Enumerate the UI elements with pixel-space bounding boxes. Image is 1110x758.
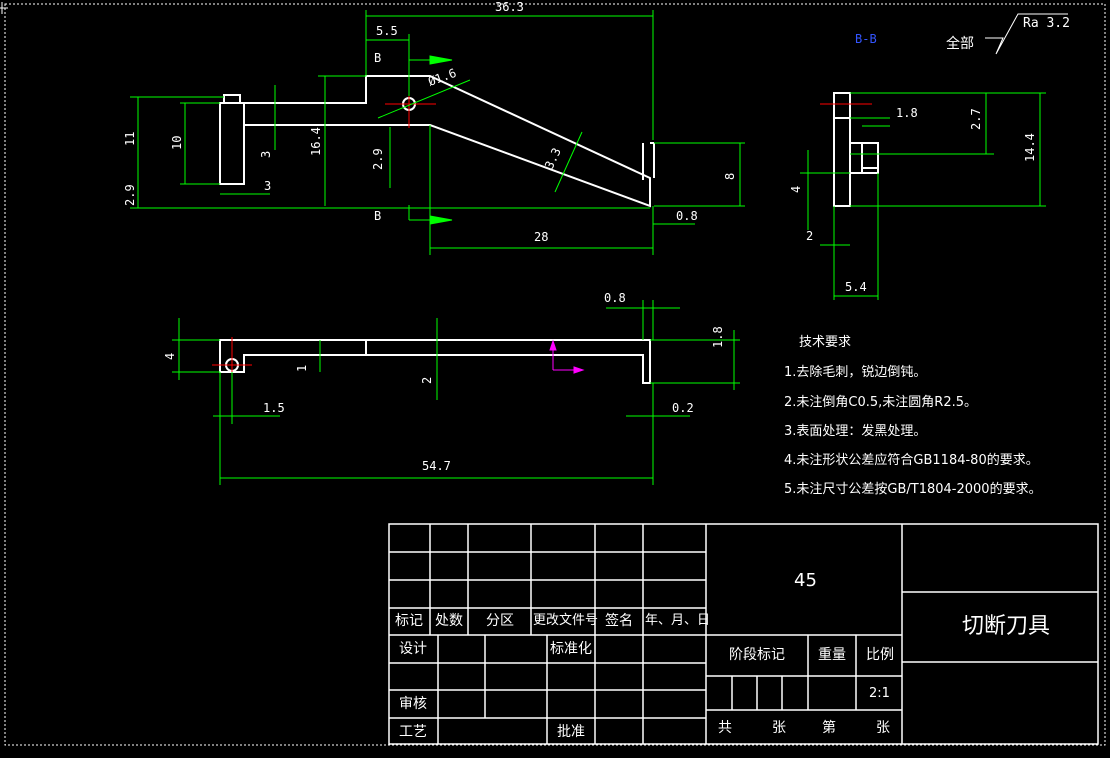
label-standardization: 标准化 bbox=[550, 641, 592, 657]
material-value: 45 bbox=[794, 570, 817, 591]
dim-bot-1-5: 1.5 bbox=[263, 401, 285, 415]
dim-11: 11 bbox=[123, 132, 137, 146]
scale-value: 2:1 bbox=[869, 686, 890, 701]
side-view: B-B 1.8 2.7 14.4 4 2 5.4 bbox=[789, 32, 1046, 300]
label-weight: 重量 bbox=[818, 647, 846, 663]
label-process: 工艺 bbox=[399, 724, 427, 740]
dim-bot-54-7: 54.7 bbox=[422, 459, 451, 473]
top-view-dimension-lines bbox=[172, 300, 740, 485]
tech-notes-title: 技术要求 bbox=[799, 335, 852, 350]
dim-bot-1-8: 1.8 bbox=[711, 326, 725, 348]
label-stage-mark: 阶段标记 bbox=[729, 647, 785, 663]
label-page-unit: 张 bbox=[876, 720, 890, 736]
roughness-prefix: 全部 bbox=[946, 36, 974, 52]
dim-5-5: 5.5 bbox=[376, 24, 398, 38]
roughness-symbol bbox=[985, 13, 1068, 55]
top-view: 0.8 1.8 4 1 2 1.5 0.2 54.7 bbox=[163, 291, 740, 485]
side-view-dimension-lines bbox=[800, 92, 1046, 300]
dim-bot-1: 1 bbox=[295, 365, 309, 372]
dim-2-9-mid: 2.9 bbox=[371, 148, 385, 170]
dim-bot-0-8: 0.8 bbox=[604, 291, 626, 305]
dim-bot-2: 2 bbox=[420, 377, 434, 384]
dim-36-3: 36.3 bbox=[495, 0, 524, 14]
dim-2-9-left: 2.9 bbox=[123, 184, 137, 206]
dim-side-2-7: 2.7 bbox=[969, 108, 983, 130]
label-page: 第 bbox=[822, 720, 836, 736]
header-date: 年、月、日 bbox=[645, 613, 711, 628]
tech-note-5: 5.未注尺寸公差按GB/T1804-2000的要求。 bbox=[784, 482, 1042, 497]
tech-note-1: 1.去除毛刺，锐边倒钝。 bbox=[784, 365, 927, 380]
header-zone: 分区 bbox=[486, 613, 514, 629]
label-sheet-unit: 张 bbox=[772, 720, 786, 736]
side-view-outline bbox=[833, 92, 879, 207]
tech-note-3: 3.表面处理：发黑处理。 bbox=[784, 424, 927, 439]
tech-note-2: 2.未注倒角C0.5,未注圆角R2.5。 bbox=[784, 395, 977, 410]
title-block-lines bbox=[388, 523, 1099, 745]
dim-hole-diameter: Ø1.6 bbox=[426, 66, 458, 89]
part-name: 切断刀具 bbox=[962, 614, 1051, 639]
front-view: 36.3 5.5 B Ø1.6 11 10 3 16.4 2.9 3 2.9 3… bbox=[123, 0, 745, 255]
dim-16-4: 16.4 bbox=[309, 127, 323, 156]
top-view-dimension-text: 0.8 1.8 4 1 2 1.5 0.2 54.7 bbox=[163, 291, 725, 473]
dim-0-8-right: 0.8 bbox=[676, 209, 698, 223]
front-view-centerlines bbox=[385, 84, 436, 128]
top-view-outline bbox=[219, 339, 651, 384]
side-view-dimension-text: B-B 1.8 2.7 14.4 4 2 5.4 bbox=[789, 32, 1037, 294]
drawing-frame bbox=[4, 3, 1106, 746]
front-view-outline bbox=[219, 75, 655, 208]
header-signature: 签名 bbox=[605, 613, 633, 629]
label-total: 共 bbox=[718, 720, 732, 736]
dim-side-mark: B-B bbox=[855, 32, 877, 46]
dim-side-14-4: 14.4 bbox=[1023, 133, 1037, 162]
dim-side-1-8: 1.8 bbox=[896, 106, 918, 120]
front-view-dimension-lines bbox=[130, 10, 745, 255]
dim-bot-4: 4 bbox=[163, 353, 177, 360]
dim-3-3: 3.3 bbox=[542, 146, 564, 172]
dim-side-5-4: 5.4 bbox=[845, 280, 867, 294]
dim-bot-0-2: 0.2 bbox=[672, 401, 694, 415]
header-change-doc: 更改文件号 bbox=[533, 613, 599, 628]
dim-side-4: 4 bbox=[789, 186, 803, 193]
section-label-b-bottom: B bbox=[374, 209, 381, 223]
label-review: 审核 bbox=[399, 696, 427, 712]
dim-8: 8 bbox=[723, 173, 737, 180]
roughness-value: Ra 3.2 bbox=[1023, 16, 1070, 31]
label-approve: 批准 bbox=[557, 724, 585, 740]
dim-10: 10 bbox=[170, 136, 184, 150]
header-count: 处数 bbox=[435, 613, 463, 629]
top-view-axis-marker bbox=[549, 339, 585, 374]
label-scale: 比例 bbox=[866, 647, 894, 663]
header-mark: 标记 bbox=[395, 613, 423, 629]
label-design: 设计 bbox=[399, 641, 427, 657]
tech-note-4: 4.未注形状公差应符合GB1184-80的要求。 bbox=[784, 453, 1039, 468]
section-label-b-top: B bbox=[374, 51, 381, 65]
roughness-check-icon bbox=[985, 13, 1068, 55]
ucs-icon bbox=[0, 2, 8, 14]
dim-3-bottom: 3 bbox=[264, 179, 271, 193]
dim-28: 28 bbox=[534, 230, 548, 244]
dim-3-left: 3 bbox=[259, 151, 273, 158]
dim-side-2: 2 bbox=[806, 229, 813, 243]
